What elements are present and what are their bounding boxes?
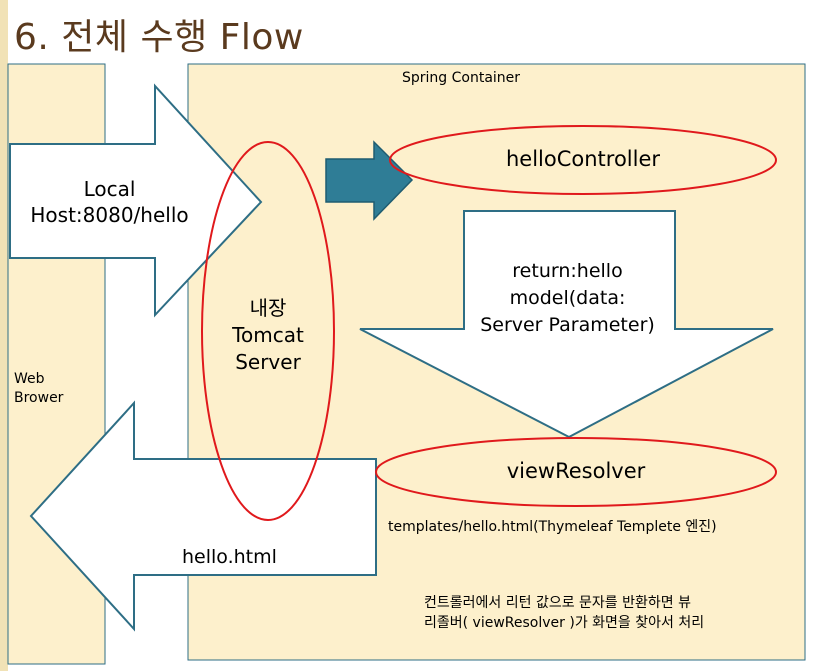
return-line3: Server Parameter): [480, 314, 655, 336]
page-title: 6. 전체 수행 Flow: [14, 17, 304, 58]
template-path-label: templates/hello.html(Thymeleaf Templete …: [388, 519, 717, 535]
return-arrow: [359, 210, 774, 439]
tomcat-line1: 내장: [249, 296, 287, 320]
view-resolver-label: viewResolver: [506, 459, 646, 483]
controller-label: helloController: [505, 147, 661, 171]
side-stripe: [0, 0, 8, 671]
request-arrow: [9, 83, 263, 318]
web-browser-label: Web Brower: [14, 371, 64, 406]
tomcat-line3: Server: [235, 350, 301, 374]
return-line2: model(data:: [509, 287, 626, 309]
return-line1: return:hello: [512, 260, 623, 282]
footnote: 컨트롤러에서 리턴 값으로 문자를 반환하면 뷰 리졸버( viewResolv…: [424, 593, 764, 633]
view-resolver-ellipse: [375, 437, 777, 507]
controller-ellipse: [389, 125, 777, 195]
footnote-line1: 컨트롤러에서 리턴 값으로 문자를 반환하면 뷰: [424, 595, 691, 611]
return-label: return:hello model(data: Server Paramete…: [455, 258, 680, 339]
request-url-line1: Local: [83, 177, 136, 201]
spring-container-label: Spring Container: [402, 70, 521, 86]
tomcat-label: 내장 Tomcat Server: [208, 295, 328, 376]
request-url-line2: Host:8080/hello: [30, 203, 189, 227]
footnote-line2: 리졸버( viewResolver )가 화면을 찾아서 처리: [424, 615, 705, 631]
tomcat-line2: Tomcat: [232, 323, 304, 347]
response-file-label: hello.html: [182, 546, 277, 568]
tomcat-ellipse: [201, 141, 335, 521]
request-url-label: Local Host:8080/hello: [22, 176, 197, 228]
response-arrow: [29, 400, 377, 632]
